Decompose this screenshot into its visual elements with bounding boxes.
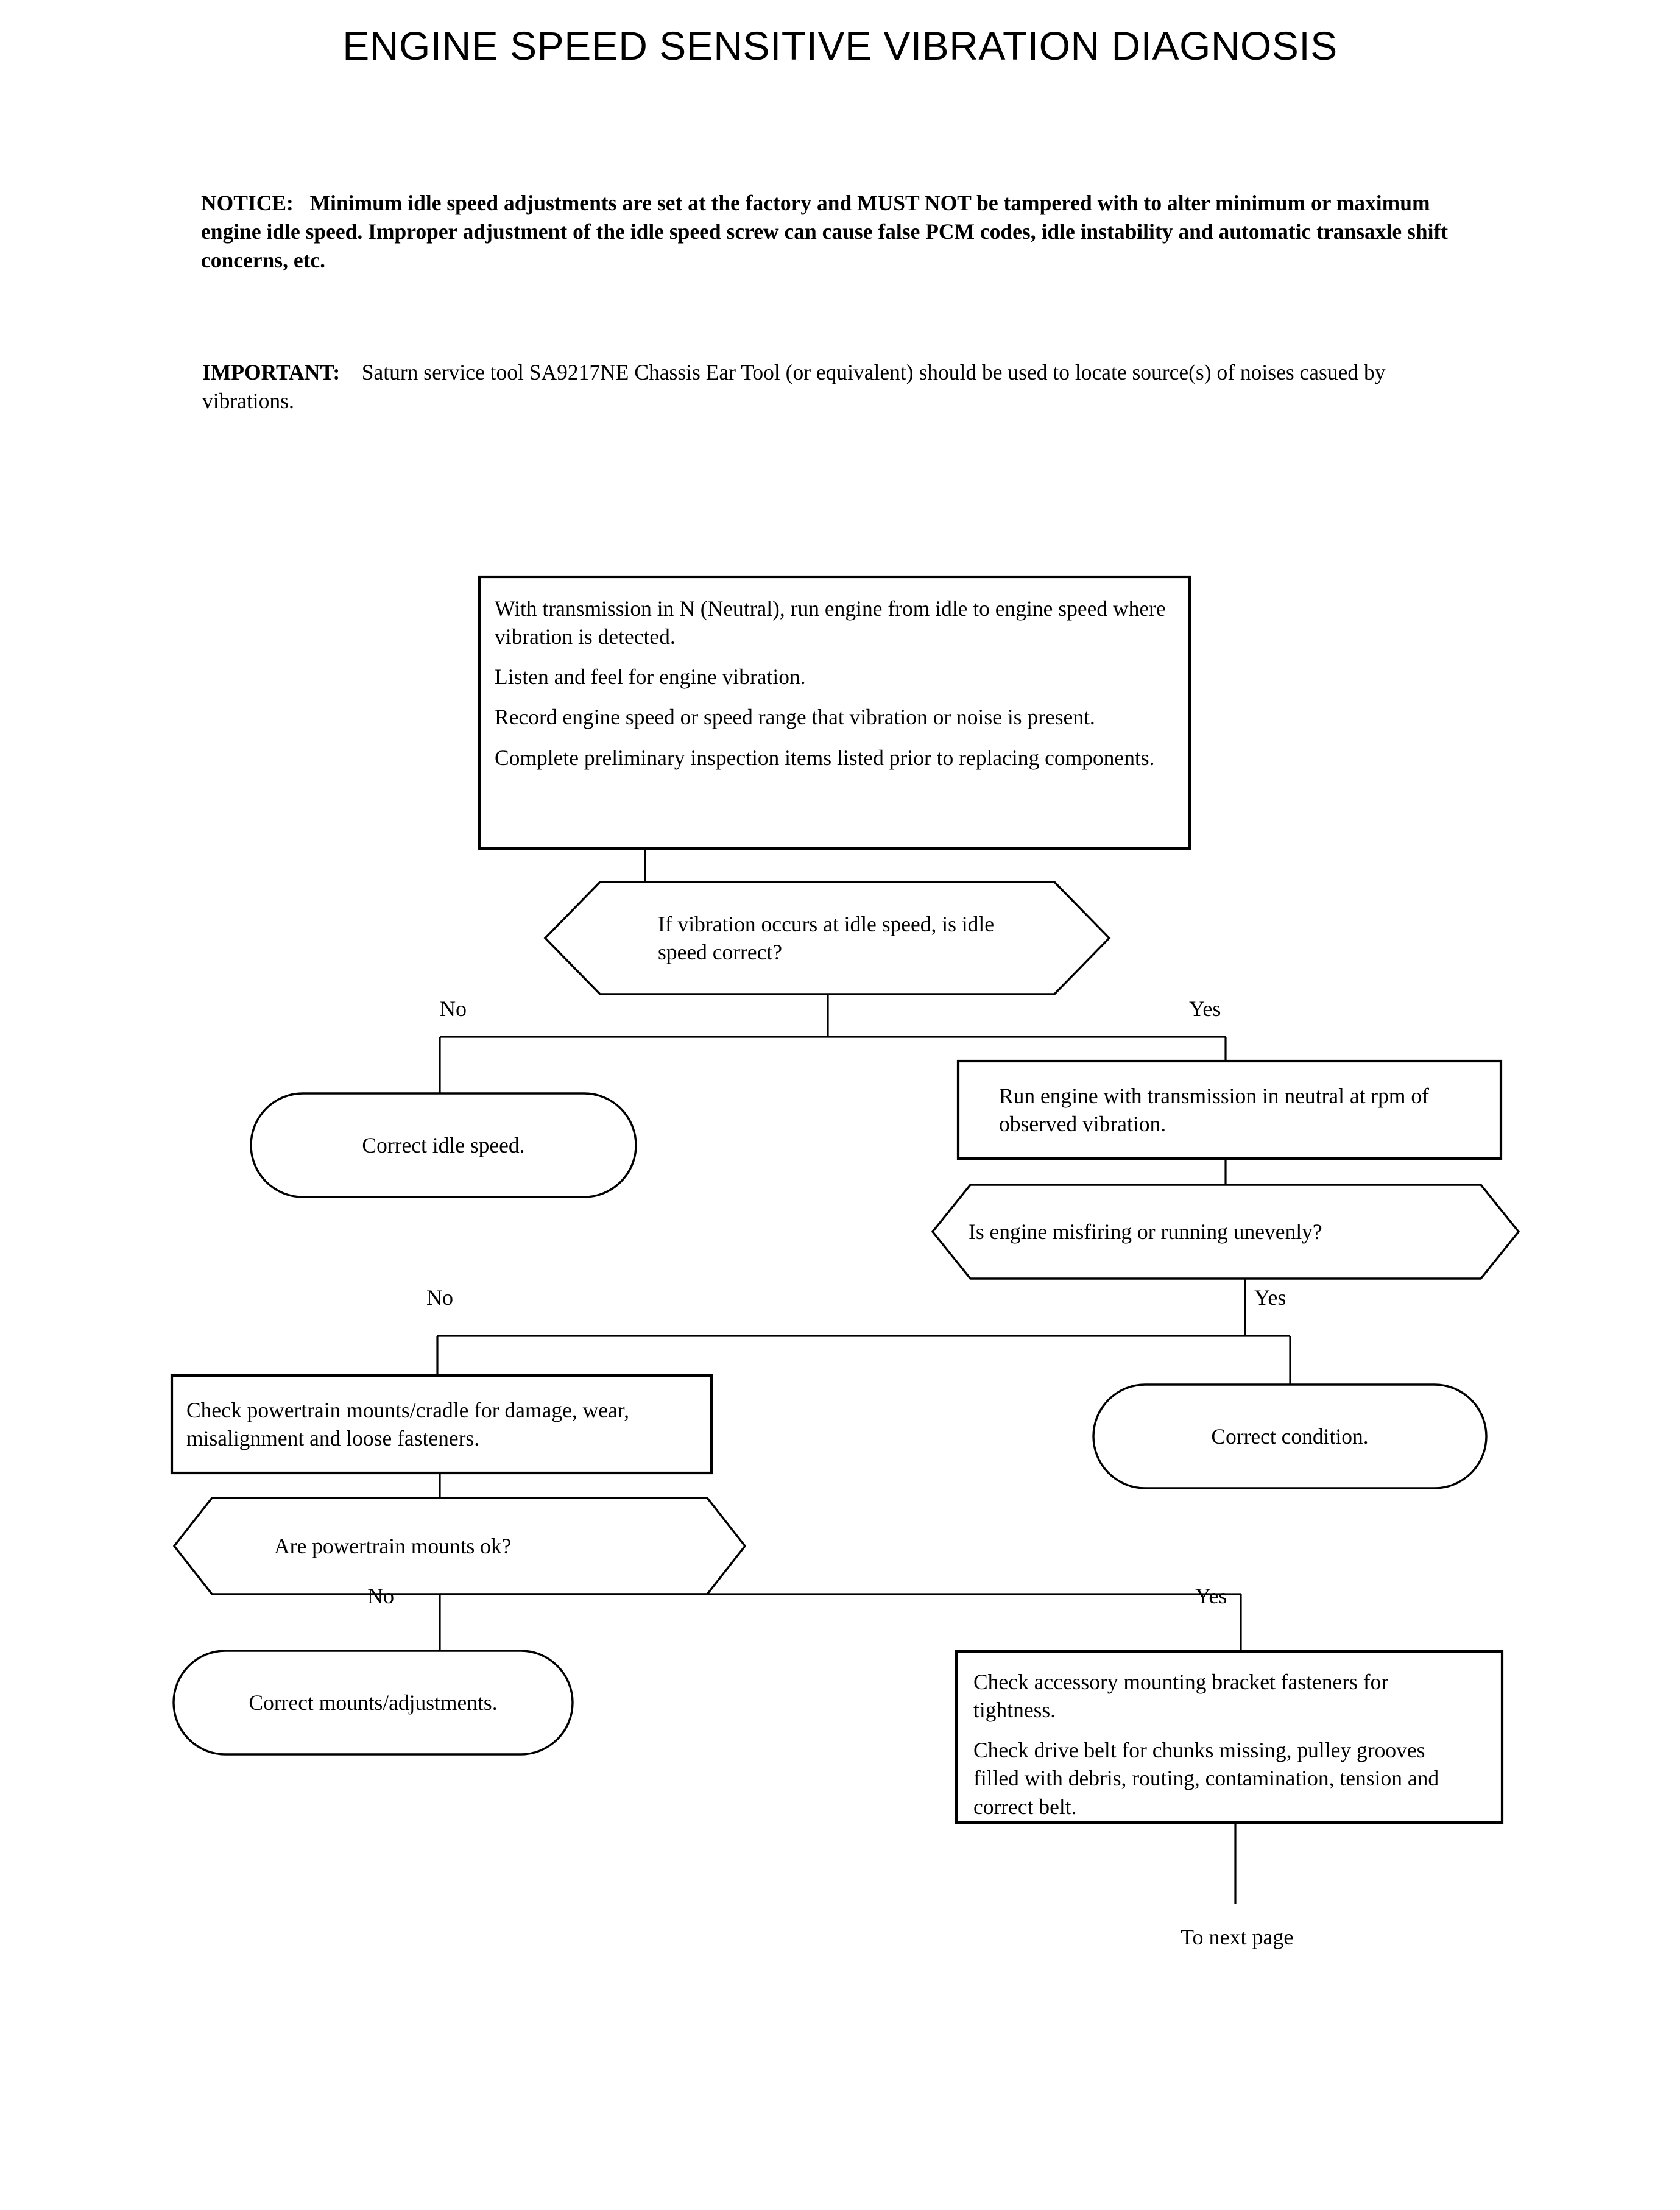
node-decision-idle-speed: [543, 881, 1111, 995]
branch-label-misfire-no: No: [426, 1285, 453, 1310]
node-run-engine-neutral: [956, 1059, 1503, 1160]
correct-mounts-label: Correct mounts/adjustments.: [249, 1690, 498, 1715]
important-body: Saturn service tool SA9217NE Chassis Ear…: [202, 360, 1386, 413]
node-correct-idle-speed-text: Correct idle speed.: [263, 1093, 624, 1197]
check-powertrain-mounts-label: Check powertrain mounts/cradle for damag…: [186, 1397, 630, 1450]
notice-lead: NOTICE:: [201, 191, 294, 215]
node-check-powertrain-mounts-text: Check powertrain mounts/cradle for damag…: [186, 1375, 698, 1473]
page-title: ENGINE SPEED SENSITIVE VIBRATION DIAGNOS…: [342, 23, 1338, 68]
branch-label-idle-yes: Yes: [1189, 997, 1221, 1021]
to-next-page-label: To next page: [1181, 1925, 1294, 1949]
start-process-line-2: Listen and feel for engine vibration.: [495, 665, 806, 690]
node-correct-condition-text: Correct condition.: [1106, 1385, 1474, 1488]
node-check-powertrain-mounts: [170, 1374, 713, 1475]
notice-body: Minimum idle speed adjustments are set a…: [201, 191, 1449, 272]
decision-mounts-ok-label: Are powertrain mounts ok?: [274, 1533, 512, 1558]
node-correct-idle-speed: [250, 1092, 637, 1198]
node-start-process: [478, 575, 1191, 850]
node-correct-mounts: [172, 1650, 574, 1756]
correct-idle-speed-label: Correct idle speed.: [362, 1132, 525, 1157]
node-decision-misfiring: [931, 1184, 1520, 1280]
node-decision-misfiring-text: Is engine misfiring or running unevenly?: [969, 1185, 1480, 1279]
start-process-line-4: Complete preliminary inspection items li…: [495, 745, 1155, 770]
decision-idle-speed-label: If vibration occurs at idle speed, is id…: [658, 911, 995, 964]
node-decision-mounts-ok-text: Are powertrain mounts ok?: [274, 1498, 701, 1594]
node-start-process-text: With transmission in N (Neutral), run en…: [495, 595, 1176, 772]
decision-misfiring-label: Is engine misfiring or running unevenly?: [969, 1219, 1322, 1244]
important-block: IMPORTANT: Saturn service tool SA9217NE …: [202, 358, 1475, 415]
start-process-line-1: With transmission in N (Neutral), run en…: [495, 596, 1166, 649]
check-accessory-bracket-line-2: Check drive belt for chunks missing, pul…: [973, 1738, 1439, 1819]
node-decision-idle-speed-text: If vibration occurs at idle speed, is id…: [658, 895, 1036, 981]
important-lead: IMPORTANT:: [202, 360, 341, 384]
start-process-line-3: Record engine speed or speed range that …: [495, 705, 1095, 730]
run-engine-neutral-label: Run engine with transmission in neutral …: [999, 1083, 1429, 1136]
branch-label-misfire-yes: Yes: [1254, 1285, 1286, 1310]
branch-label-mounts-no: No: [367, 1584, 394, 1608]
branch-label-mounts-yes: Yes: [1195, 1584, 1227, 1608]
node-check-accessory-bracket: [955, 1650, 1504, 1824]
node-correct-mounts-text: Correct mounts/adjustments.: [186, 1651, 560, 1754]
node-correct-condition: [1092, 1383, 1488, 1489]
branch-label-idle-no: No: [440, 997, 467, 1021]
check-accessory-bracket-line-1: Check accessory mounting bracket fastene…: [973, 1670, 1389, 1723]
node-run-engine-neutral-text: Run engine with transmission in neutral …: [999, 1061, 1480, 1159]
correct-condition-label: Correct condition.: [1211, 1424, 1369, 1449]
node-check-accessory-bracket-text: Check accessory mounting bracket fastene…: [973, 1668, 1467, 1821]
notice-block: NOTICE: Minimum idle speed adjustments a…: [201, 189, 1474, 275]
